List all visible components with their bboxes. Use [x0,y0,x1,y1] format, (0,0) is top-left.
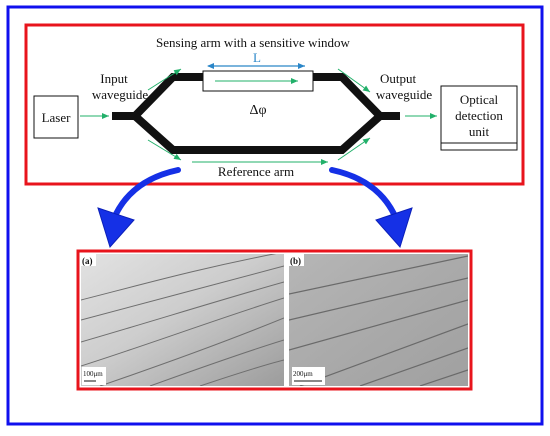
left-pointer-arrow [97,167,181,248]
length-label: L [253,50,261,65]
schematic-frame [24,23,525,186]
micrograph-b: (b) 200μm [289,254,468,386]
output-label-line1: Output [380,71,417,86]
input-label-line1: Input [100,71,128,86]
detector-label-line3: unit [469,124,490,139]
right-pointer-arrow [329,167,413,248]
outer-frame [6,5,544,426]
micrograph-a-image [81,254,284,386]
upper-split-arrow [147,68,182,91]
laser-box [33,95,79,139]
reference-arm-label: Reference arm [218,164,294,179]
diagram-title: Sensing arm with a sensitive window [156,35,351,50]
laser-label: Laser [42,110,72,125]
input-label-line2: waveguide [92,87,149,102]
detector-box [440,85,518,151]
panel-b-scale-label: 200μm [293,370,313,378]
detector-label-line1: Optical [460,92,499,107]
lower-split-arrow [147,139,182,161]
upper-merge-arrow [337,68,371,93]
micrograph-a-waveguide-lines [81,254,284,386]
panel-a-scale-label: 100μm [83,370,103,378]
detector-label-line2: detection [455,108,503,123]
micrograph-b-image [289,254,468,386]
micrograph-b-waveguide-lines [289,255,468,386]
panel-a-tag: (a) [82,256,93,266]
lower-merge-arrow [337,137,371,161]
panel-b-tag: (b) [290,256,301,266]
reference-arm-waveguide [132,113,383,154]
output-label-line2: waveguide [376,87,433,102]
phase-label: Δφ [249,103,266,118]
micrograph-a: (a) 100μm [81,254,284,386]
